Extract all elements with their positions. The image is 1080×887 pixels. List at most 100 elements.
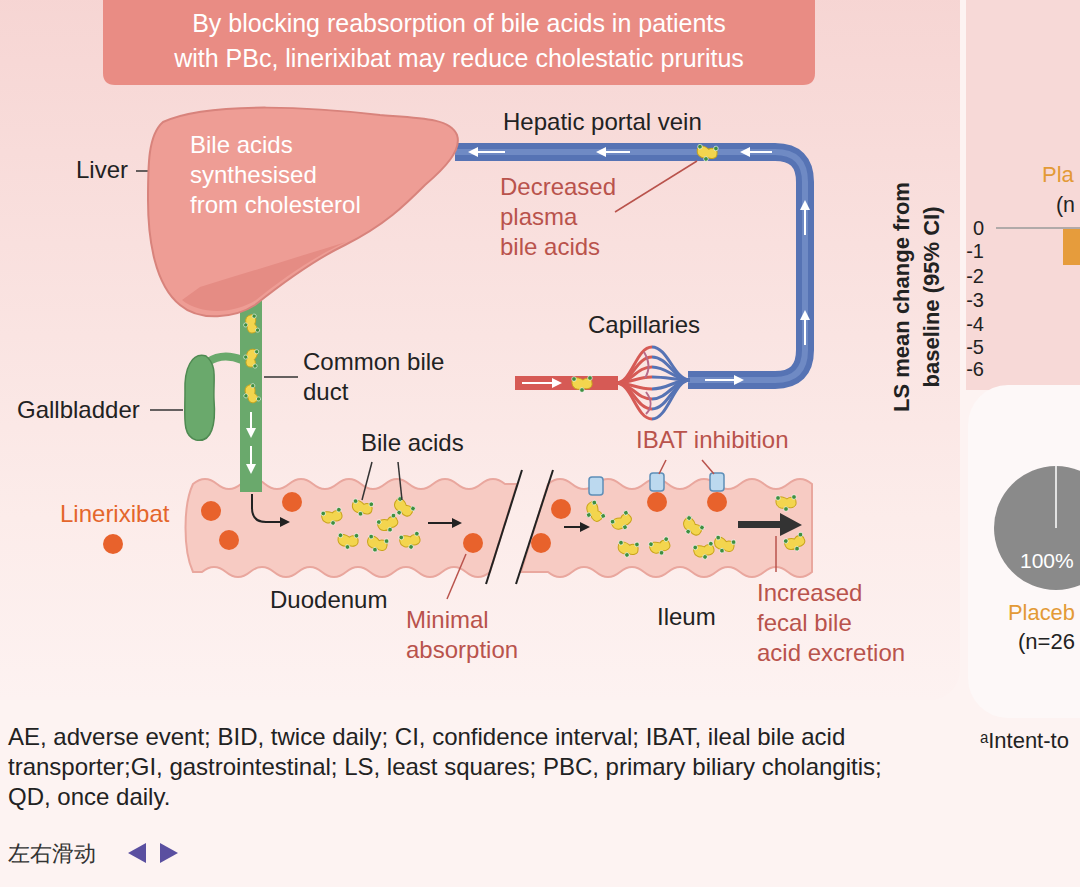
text-anchor: Liver [76, 155, 128, 185]
bile-acid-icon [679, 514, 705, 540]
text-line: Bile acids [190, 130, 361, 160]
flow-arrow [252, 494, 288, 522]
bile-acid-icon [782, 532, 807, 555]
text-line: transporter;GI, gastrointestinal; LS, le… [8, 752, 882, 782]
capillary [652, 380, 690, 419]
bile-acid-icon [648, 536, 672, 557]
flow-arrow [522, 382, 560, 384]
title-text: By blocking reabsorption of bile acids i… [174, 6, 744, 76]
text-line: -4 [966, 313, 984, 335]
text-anchor: 左右滑动 [8, 840, 96, 867]
group-count: (n=26 [1018, 628, 1075, 655]
organ-note: Bile acids synthesised from cholesterol [190, 130, 361, 220]
leader-line [398, 462, 402, 500]
text-line: Duodenum [270, 585, 387, 615]
text-line: Decreased [500, 172, 616, 202]
text-line: Liver [76, 155, 128, 185]
bile-acid-icon [692, 541, 715, 561]
vessel-label: Capillaries [588, 310, 700, 340]
text-anchor: Pla [1042, 161, 1074, 188]
text-anchor: Placeb [1008, 599, 1075, 626]
text-line: Minimal [406, 605, 518, 635]
flow-arrow [428, 522, 460, 524]
axis-tick: -3 [966, 289, 984, 311]
organ-label: Liver [76, 155, 128, 185]
text-anchor: By blocking reabsorption of bile acids i… [103, 6, 815, 76]
bile-acid-icon [241, 383, 261, 406]
leader-line [150, 409, 183, 411]
axis-title: LS mean change from baseline (95% CI) [887, 182, 947, 412]
flow-arrow [470, 151, 505, 153]
text-line: 0 [973, 217, 984, 239]
title-banner [103, 0, 815, 85]
break-mark [486, 470, 522, 584]
text-anchor: AE, adverse event; BID, twice daily; CI,… [8, 722, 882, 812]
text-anchor: (n [1056, 192, 1075, 219]
leader-line [659, 460, 666, 474]
ibat-transporter [650, 473, 664, 491]
bile-acid-icon [320, 507, 343, 527]
text-line: synthesised [190, 160, 361, 190]
text-line: (n=26 [1018, 628, 1075, 655]
leader-line [362, 462, 372, 500]
abbreviation-note: AE, adverse event; BID, twice daily; CI,… [8, 722, 882, 812]
text-anchor: Bile acids [361, 428, 464, 458]
vessel-label: Hepatic portal vein [503, 107, 702, 137]
text-line: IBAT inhibition [636, 425, 789, 455]
text-anchor: -5 [966, 336, 984, 358]
text-line: Common bile [303, 347, 444, 377]
drug-dot [531, 533, 551, 553]
callout-label: IBAT inhibition [636, 425, 789, 455]
text-line: baseline (95% CI) [917, 182, 947, 412]
swipe-hint: 左右滑动 [8, 840, 96, 867]
ileum [521, 479, 812, 577]
ibat-transporters [589, 473, 724, 495]
text-line: Bile acids [361, 428, 464, 458]
bile-acid-icon [390, 495, 416, 521]
portal-vein-sheen [455, 152, 805, 380]
text-anchor: -1 [966, 240, 984, 262]
drug-dot [282, 492, 302, 512]
excretion-arrow [738, 513, 802, 536]
capillary [646, 392, 651, 414]
capillary [616, 347, 652, 383]
text-anchor: IBAT inhibition [636, 425, 789, 455]
drug-dot [103, 534, 123, 554]
drug-dot [463, 533, 483, 553]
text-line: from cholesterol [190, 190, 361, 220]
text-anchor: ᵃIntent-to [980, 727, 1069, 754]
text-anchor: 0 [973, 217, 984, 239]
text-anchor: Decreased plasma bile acids [500, 172, 616, 262]
text-line: acid excretion [757, 638, 905, 668]
text-anchor: Bile acids synthesised from cholesterol [190, 130, 361, 220]
bile-acid-icon [695, 143, 718, 163]
drug-dot [219, 530, 239, 550]
diagram-panel [0, 0, 960, 700]
organ-label: Gallbladder [17, 395, 140, 425]
leader-line [264, 376, 298, 378]
text-anchor: Hepatic portal vein [503, 107, 702, 137]
text-line: Hepatic portal vein [503, 107, 702, 137]
text-line: LS mean change from [887, 182, 917, 412]
text-line: By blocking reabsorption of bile acids i… [174, 6, 744, 41]
gallbladder [185, 355, 215, 440]
bile-acid-icon [350, 497, 374, 518]
text-line: ᵃIntent-to [980, 727, 1069, 754]
drug-dot [647, 492, 667, 512]
text-anchor: Minimal absorption [406, 605, 518, 665]
capillary [652, 357, 690, 380]
liver-shape [148, 108, 458, 317]
flow-arrow [250, 446, 252, 472]
text-line: Placeb [1008, 599, 1075, 626]
text-line: plasma [500, 202, 616, 232]
axis-tick: -5 [966, 336, 984, 358]
common-bile-duct [240, 290, 262, 495]
callout-label: Minimal absorption [406, 605, 518, 665]
organ-label: Ileum [657, 602, 716, 632]
text-line: -2 [966, 265, 984, 287]
pie-slice [994, 466, 1080, 590]
flow-arrow [804, 312, 806, 345]
text-line: Gallbladder [17, 395, 140, 425]
flow-arrow [804, 202, 806, 235]
